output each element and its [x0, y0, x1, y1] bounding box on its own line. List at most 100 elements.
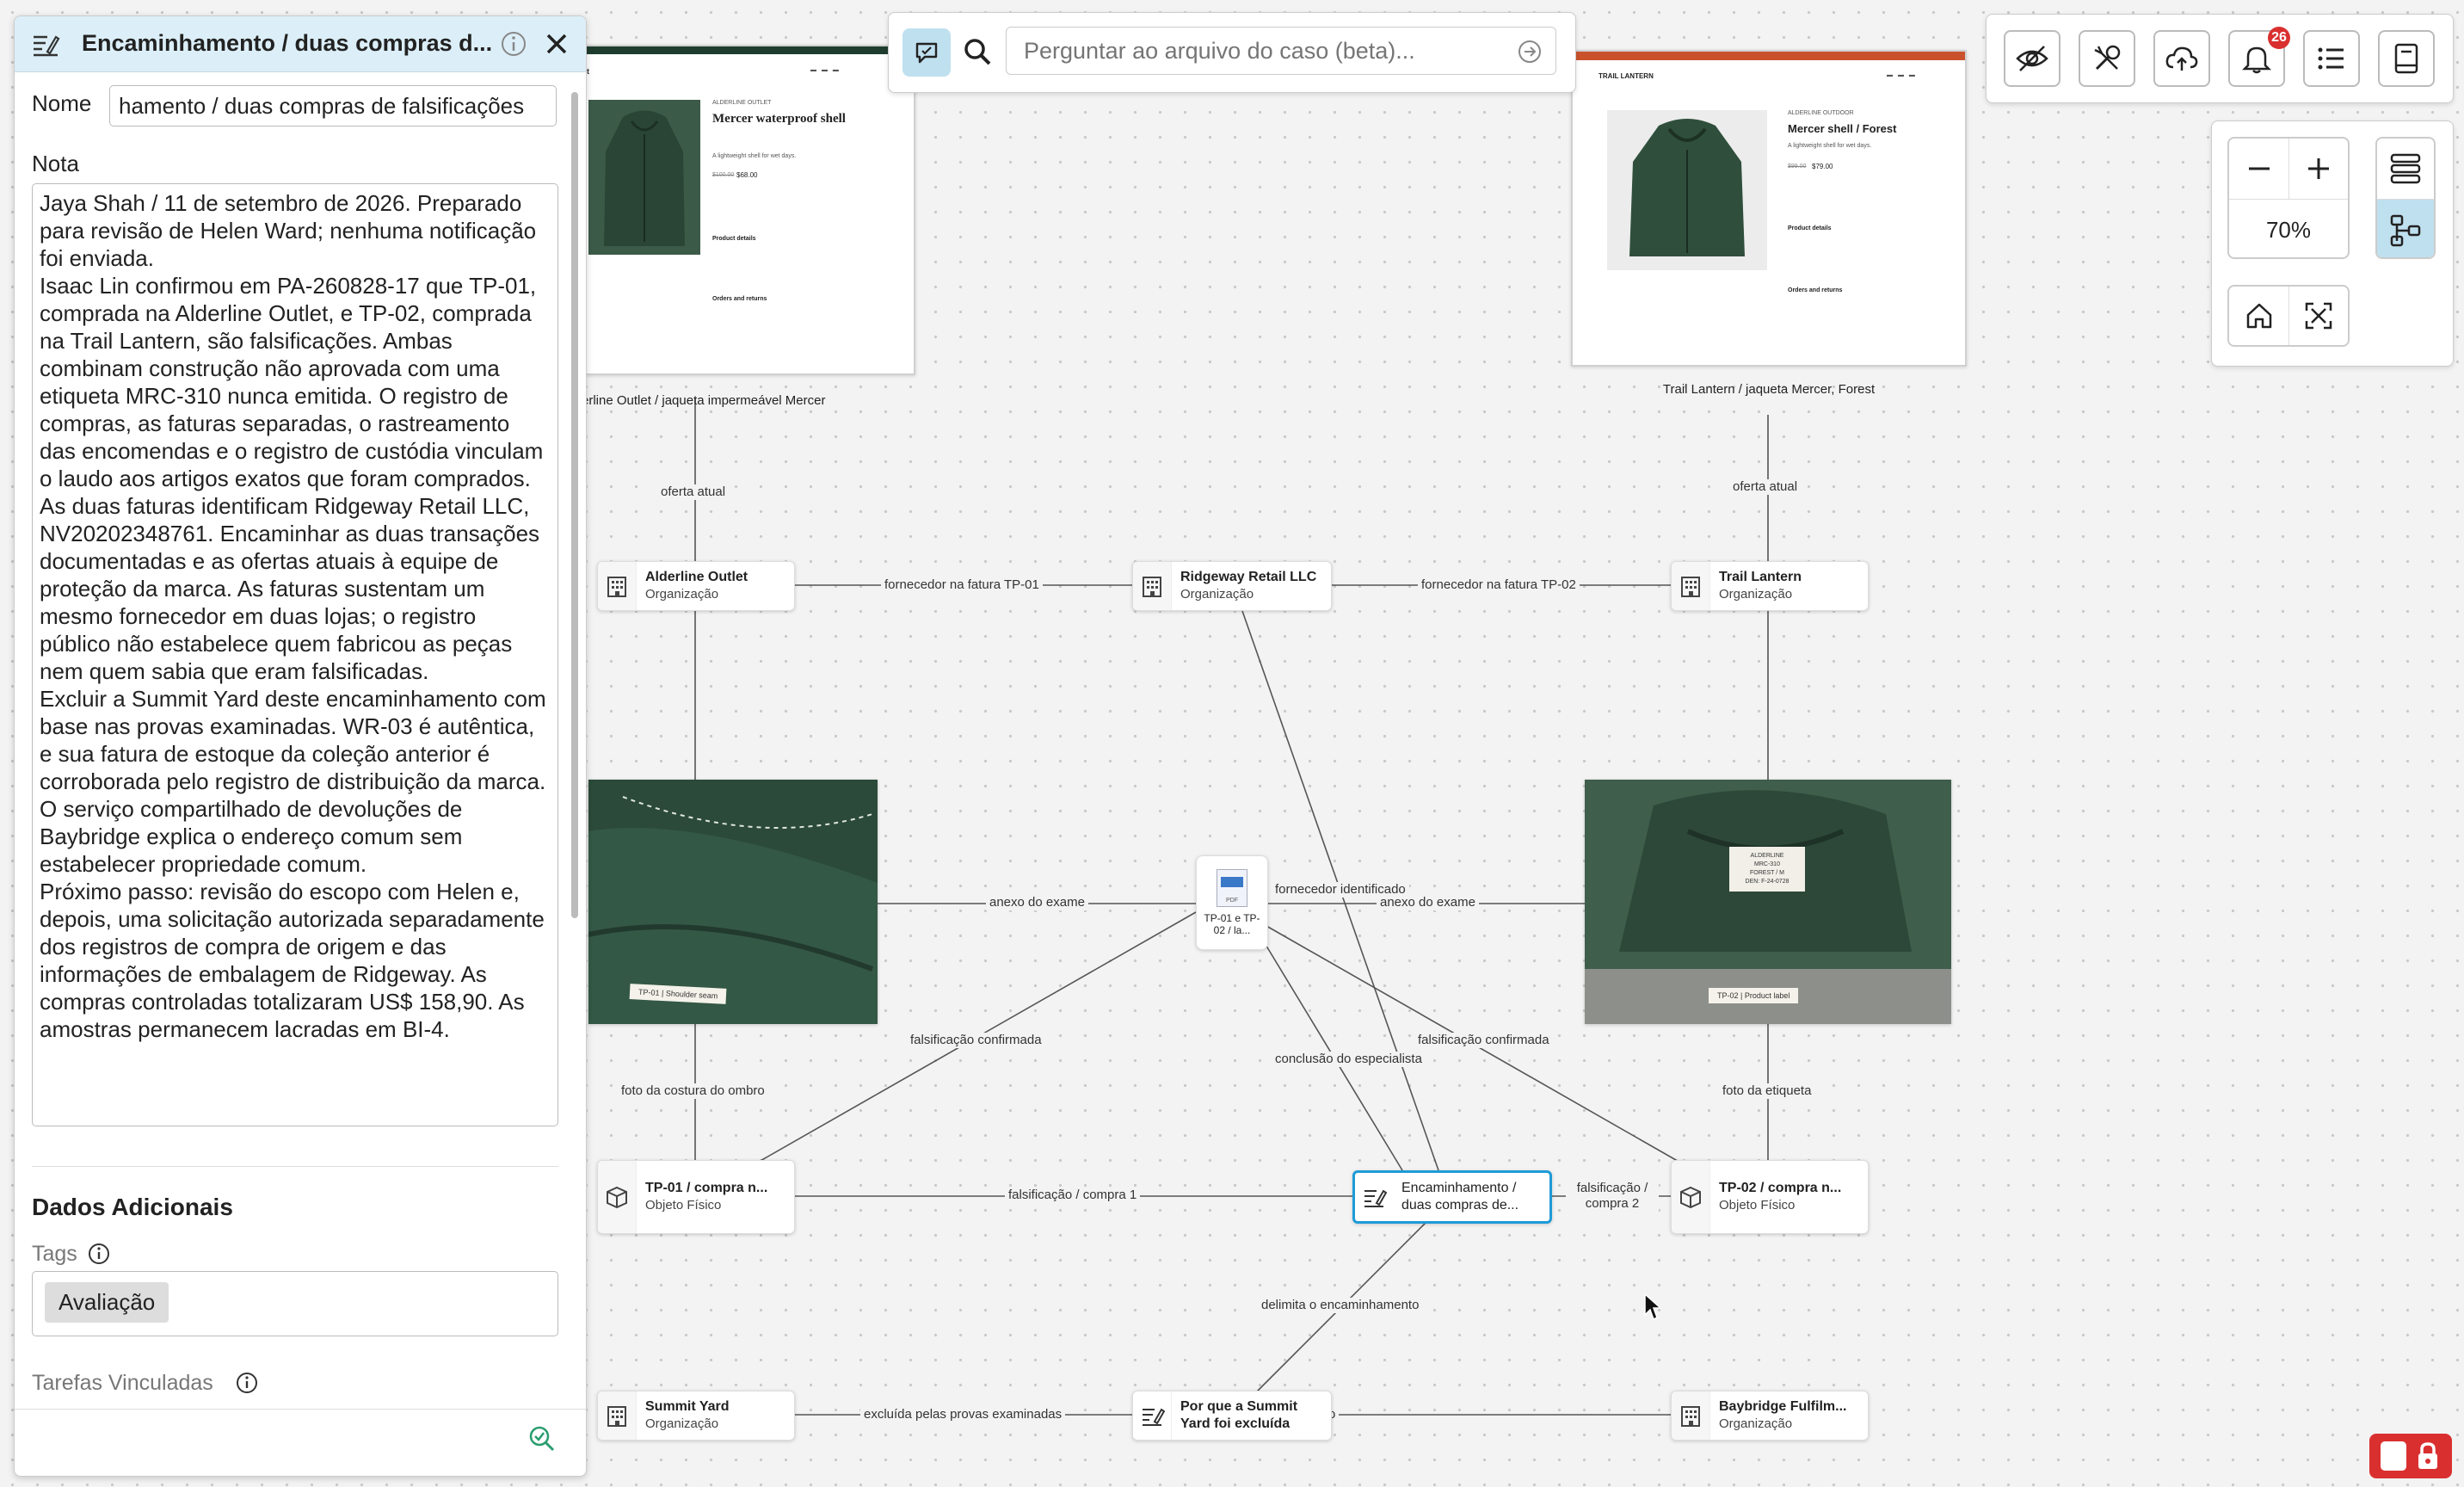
- store-logo: TRAIL LANTERN: [1599, 72, 1654, 80]
- zoom-out-button[interactable]: [2229, 139, 2289, 200]
- node-type: Organização: [1180, 587, 1254, 602]
- node-title-line2: duas compras de...: [1401, 1198, 1519, 1212]
- node-tp02[interactable]: TP-02 / compra n... Objeto Físico: [1671, 1160, 1869, 1234]
- product-price-right: $79.00: [1812, 163, 1833, 170]
- panel-header: Encaminhamento / duas compras d...: [15, 16, 586, 72]
- node-title-line2: Yard foi excluída: [1180, 1416, 1291, 1431]
- name-label: Nome: [32, 90, 92, 116]
- minus-icon: [2248, 167, 2270, 170]
- node-type: Organização: [645, 1416, 719, 1431]
- notifications-button[interactable]: 26: [2228, 27, 2290, 87]
- note-icon: [1133, 1391, 1172, 1440]
- orders-heading-right: Orders and returns: [1788, 287, 1843, 293]
- web-capture-alderline[interactable]: et ▬ ▬ ▬ ALDERLINE OUTLET Mercer waterpr…: [525, 45, 915, 375]
- zoom-in-button[interactable]: [2289, 139, 2348, 200]
- node-ridgeway-retail[interactable]: Ridgeway Retail LLC Organização: [1132, 561, 1332, 611]
- nav-box: [2227, 285, 2350, 347]
- edge-label-delimita: delimita o encaminhamento: [1258, 1298, 1423, 1313]
- plus-icon: [2308, 158, 2329, 179]
- home-button[interactable]: [2229, 287, 2289, 345]
- bell-icon: [2241, 46, 2272, 74]
- pdf-file-icon: PDF: [1217, 869, 1247, 907]
- edge-label-oferta-atual-right: oferta atual: [1729, 479, 1802, 495]
- list-view-button[interactable]: [2377, 139, 2434, 200]
- cloud-sync-button[interactable]: [2153, 30, 2210, 87]
- edge-label-compra1: falsificação / compra 1: [1005, 1188, 1141, 1203]
- close-icon[interactable]: [543, 30, 570, 62]
- building-icon: [1133, 562, 1172, 610]
- box-icon: [598, 1161, 637, 1233]
- photo-shoulder-seam[interactable]: TP-01 | Shoulder seam: [588, 780, 878, 1024]
- lock-status-badge[interactable]: [2369, 1434, 2452, 1478]
- edge-label-fornecedor-tp01: fornecedor na fatura TP-01: [881, 577, 1043, 593]
- product-title-right: Mercer shell / Forest: [1788, 122, 1897, 135]
- node-title: TP-02 / compra n...: [1719, 1181, 1842, 1195]
- web-capture-trail-lantern[interactable]: TRAIL LANTERN ▬ ▬ ▬ ALDERLINE OUTDOOR Me…: [1571, 50, 1967, 367]
- tag-chip[interactable]: Avaliação: [45, 1282, 169, 1323]
- tools-button[interactable]: [2079, 30, 2135, 87]
- pdf-attachment-node[interactable]: PDF TP-01 e TP-02 / la...: [1196, 855, 1268, 950]
- name-input[interactable]: [109, 85, 557, 126]
- graph-view-button[interactable]: [2377, 200, 2434, 257]
- edge-label-anexo-left: anexo do exame: [986, 895, 1088, 910]
- node-type: Objeto Físico: [1719, 1198, 1796, 1212]
- node-title-line1: Encaminhamento /: [1401, 1181, 1517, 1195]
- tools-icon: [2094, 45, 2121, 71]
- submit-arrow-icon[interactable]: [1517, 39, 1543, 69]
- node-baybridge[interactable]: Baybridge Fulfilm...Organização: [1671, 1391, 1869, 1441]
- product-desc-right: A lightweight shell for wet days.: [1788, 143, 1872, 149]
- node-title: TP-01 / compra n...: [645, 1181, 768, 1195]
- edge-label-fornecedor-identificado: fornecedor identificado: [1272, 882, 1409, 898]
- product-details-heading: Product details: [712, 236, 756, 242]
- node-title-line1: Por que a Summit: [1180, 1399, 1298, 1414]
- main-toolbar: 26: [1986, 14, 2454, 103]
- list-icon: [2318, 47, 2344, 70]
- search-input[interactable]: [1006, 27, 1556, 75]
- note-textarea[interactable]: Jaya Shah / 11 de setembro de 2026. Prep…: [32, 183, 558, 1126]
- building-icon: [598, 562, 637, 610]
- fit-view-button[interactable]: [2289, 287, 2348, 345]
- additional-data-heading: Dados Adicionais: [32, 1194, 233, 1220]
- note-label: Nota: [32, 151, 79, 176]
- visibility-toggle-button[interactable]: [2004, 30, 2061, 87]
- node-title: Ridgeway Retail LLC: [1180, 570, 1317, 584]
- node-type: Organização: [1719, 587, 1793, 602]
- edge-label-foto-costura: foto da costura do ombro: [618, 1083, 768, 1099]
- edge-label-falsificacao-left: falsificação confirmada: [907, 1033, 1045, 1048]
- photo-product-label[interactable]: ALDERLINE MRC-310 FOREST / M DEN: F-24-0…: [1585, 780, 1951, 1024]
- case-book-button[interactable]: [2378, 30, 2435, 87]
- panel-scrollbar[interactable]: [569, 85, 581, 1410]
- task-list-button[interactable]: [2303, 30, 2360, 87]
- scrollbar-thumb[interactable]: [571, 92, 578, 918]
- search-bar: [888, 12, 1576, 93]
- tasks-info-icon[interactable]: [235, 1371, 259, 1399]
- product-details-heading-right: Product details: [1788, 225, 1832, 231]
- panel-title: Encaminhamento / duas compras d...: [82, 30, 493, 56]
- orders-heading: Orders and returns: [712, 296, 767, 302]
- card-caption-left: erline Outlet / jaqueta impermeável Merc…: [582, 393, 826, 408]
- product-brand: ALDERLINE OUTLET: [712, 100, 772, 106]
- edge-label-falsificacao-right: falsificação confirmada: [1414, 1033, 1553, 1048]
- product-old-price-right: $99.00: [1788, 164, 1807, 170]
- page-nav-links: ▬ ▬ ▬: [810, 67, 841, 73]
- node-title: Alderline Outlet: [645, 570, 748, 584]
- node-type: Objeto Físico: [645, 1198, 722, 1212]
- check-search-icon[interactable]: [527, 1424, 557, 1458]
- tags-field[interactable]: Avaliação: [32, 1271, 558, 1336]
- node-title: Baybridge Fulfilm...: [1719, 1399, 1847, 1414]
- node-tp01[interactable]: TP-01 / compra n... Objeto Físico: [597, 1160, 795, 1234]
- fit-screen-icon: [2305, 302, 2332, 330]
- product-price: $68.00: [736, 171, 758, 179]
- linked-tasks-label: Tarefas Vinculadas: [32, 1371, 213, 1395]
- details-panel: Encaminhamento / duas compras d... Nome …: [14, 15, 587, 1477]
- edge-label-excluida: excluída pelas provas examinadas: [860, 1407, 1066, 1422]
- building-icon: [1672, 562, 1710, 610]
- chat-icon[interactable]: [902, 28, 951, 77]
- node-encaminhamento-selected[interactable]: Encaminhamento / duas compras de...: [1352, 1170, 1552, 1224]
- tags-info-icon[interactable]: [87, 1242, 111, 1270]
- info-icon[interactable]: [500, 30, 527, 62]
